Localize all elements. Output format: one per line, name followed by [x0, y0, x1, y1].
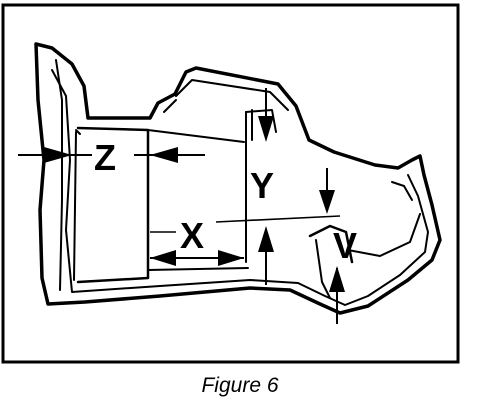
arrowhead-x-left — [150, 250, 176, 266]
dimension-arrowheads — [44, 116, 345, 292]
arrowhead-y-top — [258, 116, 274, 142]
arrowhead-z-left — [44, 147, 72, 163]
label-z: Z — [94, 137, 116, 178]
label-v: V — [333, 225, 357, 266]
arrowhead-y-bottom — [258, 226, 274, 252]
panel-outline — [34, 42, 442, 315]
arrowhead-x-right — [218, 250, 244, 266]
arrowhead-v-bottom — [329, 266, 345, 292]
label-x: X — [180, 215, 204, 256]
arrowhead-v-top — [319, 190, 335, 214]
figure-border — [1, 3, 460, 364]
label-y: Y — [250, 165, 274, 206]
figure-caption: Figure 6 — [201, 374, 279, 397]
dimension-lines — [18, 88, 341, 324]
arrowhead-z-right — [150, 147, 178, 163]
